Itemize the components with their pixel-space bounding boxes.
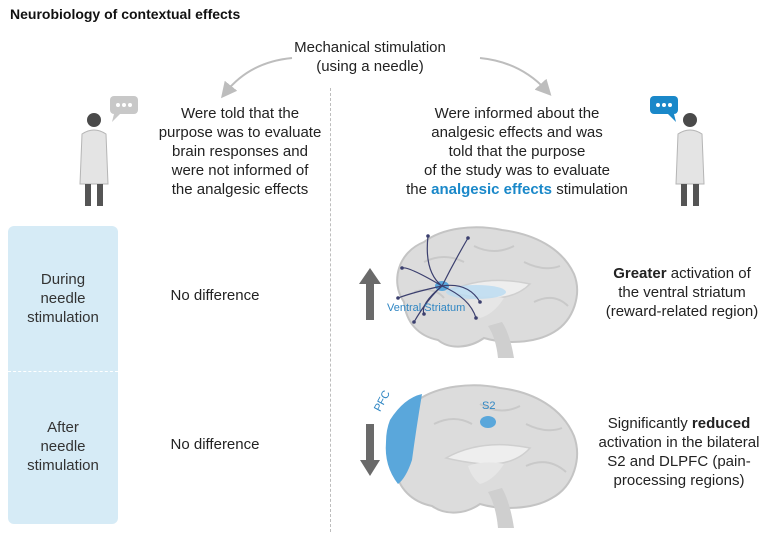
right-line-2: analgesic effects and was [431,124,603,141]
right-curved-arrow [479,57,552,96]
left-result-during: No difference [170,287,260,304]
right-result-during: Greater activation of the ventral striat… [592,264,772,321]
left-result-after: No difference [170,436,260,453]
center-divider [330,88,331,532]
left-group-description: Were told that the purpose was to evalua… [140,104,340,199]
right-result-after: Significantly reduced activation in the … [584,414,774,490]
phase-divider [8,371,118,372]
phase-after: After needle stimulation [8,418,118,475]
s2-label: S2 [482,400,496,412]
right-line-1: Were informed about the [434,105,600,122]
right-line-5: the analgesic effects stimulation [392,180,642,199]
greater-bold: Greater [613,265,667,282]
reduced-bold: reduced [691,415,751,432]
person-right-icon [650,96,705,206]
left-curved-arrow [220,57,293,99]
left-line-4: were not informed of [171,162,309,179]
phase-after-line-2: needle [40,438,86,455]
right-after-line-1: Significantly reduced [584,414,774,433]
figure-title: Neurobiology of contextual effects [10,6,241,22]
left-line-2: purpose was to evaluate [158,124,322,141]
right-during-line-3: (reward-related region) [605,303,759,320]
right-group-description: Were informed about the analgesic effect… [392,104,642,199]
left-line-3: brain responses and [172,143,308,160]
decrease-arrow-icon [360,424,380,476]
ventral-striatum-label: Ventral Striatum [387,302,466,314]
right-after-line-4: processing regions) [613,472,745,489]
left-line-1: Were told that the [180,105,300,122]
right-line-3: told that the purpose [448,143,586,160]
right-after-line-2: activation in the bilateral [598,434,760,451]
right-line-4: of the study was to evaluate [424,162,610,179]
phase-panel [8,226,118,524]
brain-during-illustration [396,226,579,358]
right-line-5-prefix: the [406,181,432,198]
phase-during: During needle stimulation [8,270,118,327]
right-after-line-1-prefix: Significantly [607,415,692,432]
stimulus-label: Mechanical stimulation (using a needle) [270,38,470,76]
brain-after-illustration [385,384,578,528]
phase-during-line-3: stimulation [27,309,99,326]
phase-during-line-2: needle [40,290,86,307]
right-during-line-1: Greater activation of [592,264,772,283]
phase-during-line-1: During [40,271,86,288]
analgesic-effects-highlight: analgesic effects [431,181,553,198]
person-left-icon [79,96,138,206]
right-during-line-2: the ventral striatum [618,284,746,301]
increase-arrow-icon [359,268,381,320]
stimulus-line-1: Mechanical stimulation [294,39,446,56]
phase-after-line-1: After [47,419,79,436]
right-during-line-1-rest: activation of [666,265,751,282]
stimulus-line-2: (using a needle) [316,58,424,75]
left-line-5: the analgesic effects [171,181,309,198]
right-line-5-suffix: stimulation [552,181,628,198]
right-after-line-3: S2 and DLPFC (pain- [607,453,751,470]
phase-after-line-3: stimulation [27,457,99,474]
